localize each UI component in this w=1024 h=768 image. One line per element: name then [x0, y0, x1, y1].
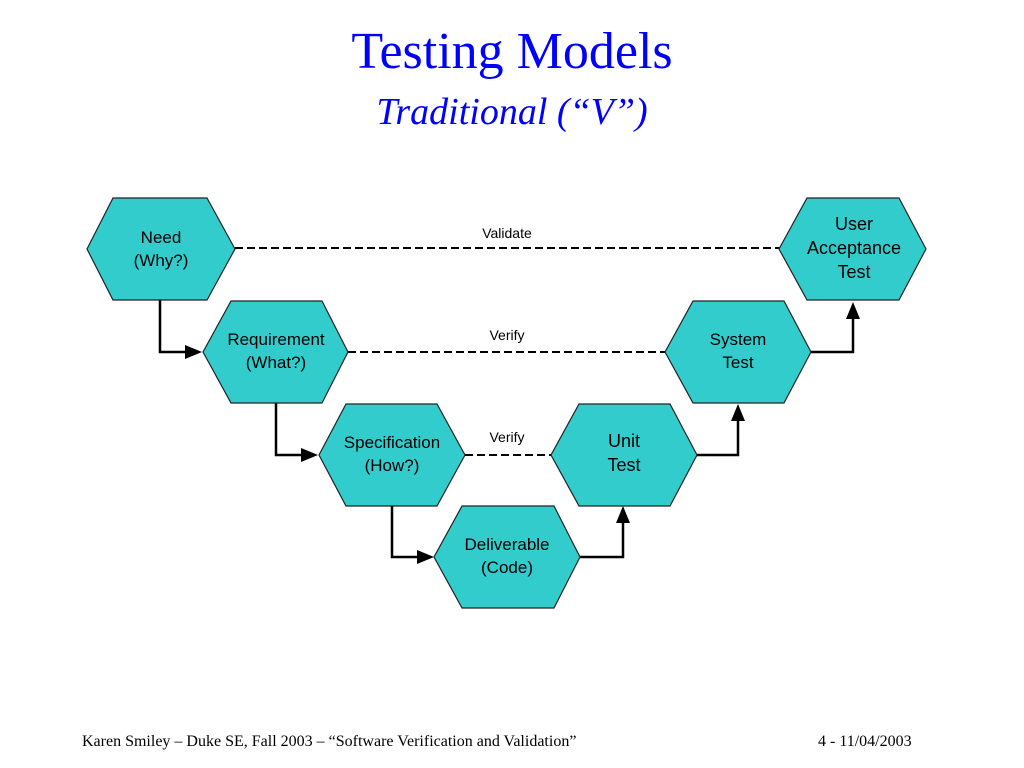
- verify-requirement-label: Verify: [489, 327, 524, 343]
- system-test-to-acceptance-arrowhead: [846, 302, 860, 319]
- footer-credit: Karen Smiley – Duke SE, Fall 2003 – “Sof…: [82, 733, 577, 750]
- need-node: Need (Why?): [86, 197, 236, 301]
- deliverable-to-unit-test-arrowhead: [616, 506, 630, 523]
- user-acceptance-test-node-line2: Acceptance: [807, 238, 901, 258]
- specification-node-line2: (How?): [365, 456, 420, 475]
- unit-test-node: Unit Test: [550, 403, 698, 507]
- deliverable-node-line1: Deliverable: [464, 535, 549, 554]
- deliverable-node-line2: (Code): [481, 558, 533, 577]
- system-test-node-line1: System: [710, 330, 767, 349]
- user-acceptance-test-node-line3: Test: [837, 262, 870, 282]
- specification-to-deliverable-arrow: [390, 506, 419, 559]
- slide-subtitle: Traditional (“V”): [376, 91, 648, 133]
- unit-test-to-system-test-arrow: [697, 420, 740, 457]
- need-to-requirement-arrow: [158, 300, 187, 354]
- need-node-line2: (Why?): [134, 251, 189, 270]
- verify-specification-label: Verify: [489, 429, 524, 445]
- requirement-node-line2: (What?): [246, 353, 306, 372]
- validate-label: Validate: [482, 225, 532, 241]
- need-to-requirement-arrowhead: [185, 345, 202, 359]
- system-test-node-line2: Test: [722, 353, 753, 372]
- need-node-line1: Need: [141, 228, 182, 247]
- requirement-to-specification-arrow: [274, 403, 303, 457]
- specification-to-deliverable-arrowhead: [417, 550, 434, 564]
- unit-test-node-line1: Unit: [608, 431, 640, 451]
- deliverable-to-unit-test-arrow: [580, 522, 625, 559]
- system-test-to-acceptance-arrow: [811, 318, 855, 354]
- specification-node-line1: Specification: [344, 433, 440, 452]
- requirement-node-line1: Requirement: [227, 330, 325, 349]
- requirement-node: Requirement (What?): [202, 300, 349, 404]
- specification-node: Specification (How?): [318, 403, 466, 507]
- footer-page-date: 4 - 11/04/2003: [818, 733, 912, 750]
- user-acceptance-test-node-line1: User: [835, 214, 873, 234]
- system-test-node: System Test: [664, 300, 812, 404]
- unit-test-node-line2: Test: [607, 455, 640, 475]
- requirement-to-specification-arrowhead: [301, 448, 318, 462]
- slide-title: Testing Models: [351, 23, 673, 80]
- unit-test-to-system-test-arrowhead: [731, 404, 745, 421]
- deliverable-node: Deliverable (Code): [433, 505, 581, 609]
- user-acceptance-test-node: User Acceptance Test: [778, 197, 927, 301]
